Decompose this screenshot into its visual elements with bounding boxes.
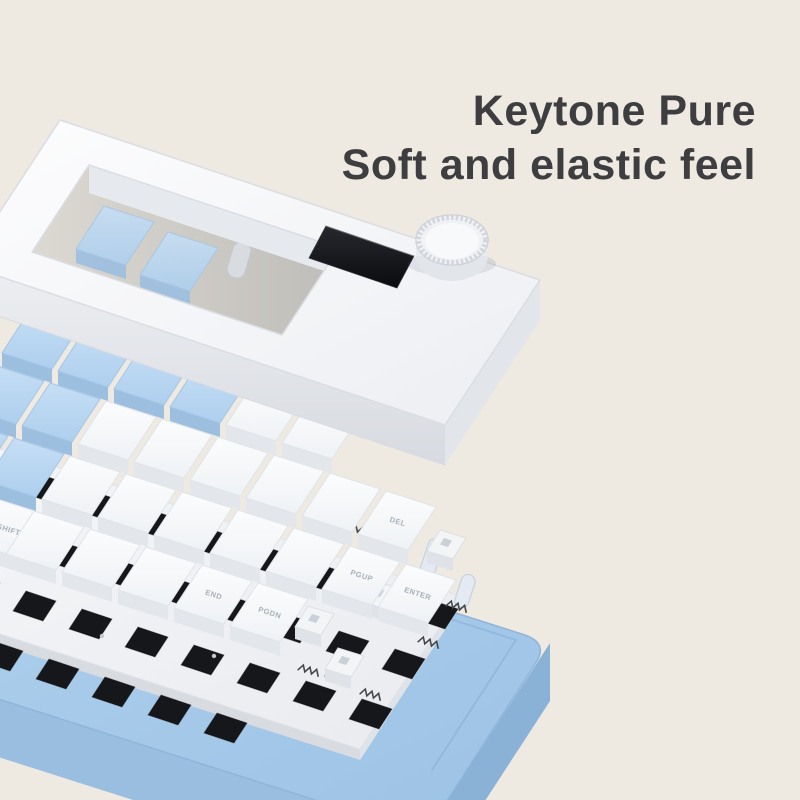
headline: Keytone Pure Soft and elastic feel — [342, 84, 756, 192]
case-right-face — [445, 280, 540, 465]
top-case — [0, 119, 541, 466]
case-top-surface — [0, 119, 541, 426]
headline-line1: Keytone Pure — [472, 87, 756, 135]
knob-knurling — [415, 214, 489, 266]
rotary-knob — [408, 214, 496, 281]
knob-top — [425, 223, 479, 259]
headline-line2: Soft and elastic feel — [341, 141, 756, 190]
case-inner-back-wall — [89, 165, 339, 276]
keycaps: SHIFT DEL PGUP ENTER END PGDN — [0, 309, 457, 657]
lcd-screen — [308, 225, 415, 289]
plate-front-face — [0, 634, 360, 760]
case-clip-tab — [454, 573, 476, 609]
lcd-screen-highlight — [325, 225, 415, 257]
